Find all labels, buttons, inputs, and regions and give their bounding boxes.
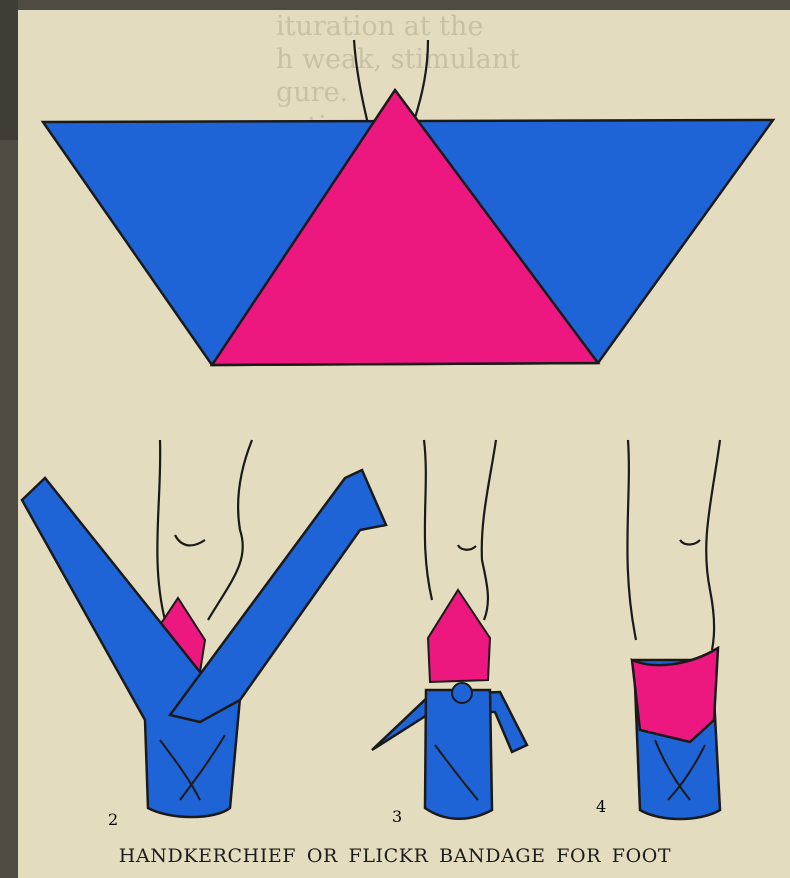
figure-3-blue-wrap (425, 690, 492, 819)
figure-2-blue-wrap (22, 478, 240, 817)
figure-2-number: 2 (108, 810, 118, 829)
figure-4-leg-outline (627, 440, 720, 650)
figure-3-knot (452, 683, 472, 703)
figure-2-crossed-bandage: 2 (22, 440, 386, 829)
figure-1-triangle-bandage (43, 40, 773, 365)
figure-3-knotted-bandage: 3 (372, 440, 527, 826)
figure-3-pink-heel (428, 590, 490, 682)
figure-4-number: 4 (596, 797, 606, 816)
figure-4-finished-bandage: 4 (596, 440, 720, 819)
figure-3-number: 3 (392, 807, 402, 826)
figure-caption: HANDKERCHIEF OR FLICKR BANDAGE FOR FOOT (0, 845, 790, 867)
figure-2-leg-outline (157, 440, 252, 620)
figure-2-blue-strap (170, 470, 386, 722)
